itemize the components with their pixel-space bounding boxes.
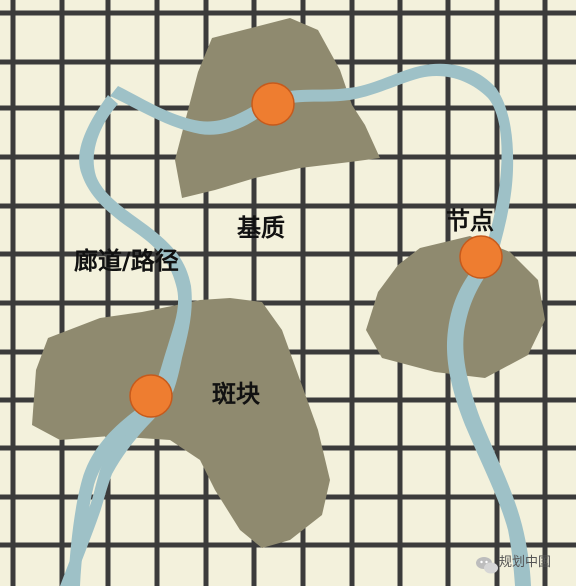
node-circle-top xyxy=(251,82,295,126)
grid-line-vertical xyxy=(203,0,209,586)
wechat-icon xyxy=(476,557,498,574)
node-label: 节点 xyxy=(446,207,494,235)
grid-line-vertical xyxy=(154,0,160,586)
grid-line-vertical xyxy=(105,0,111,586)
patch-label: 斑块 xyxy=(212,380,260,408)
grid-line-horizontal xyxy=(0,300,576,306)
grid-line-horizontal xyxy=(0,10,576,16)
grid-line-horizontal xyxy=(0,251,576,257)
grid-line-vertical xyxy=(300,0,306,586)
river-branch-left xyxy=(68,400,160,586)
river-corridor-top xyxy=(110,63,514,256)
grid-line-vertical xyxy=(59,0,65,586)
watermark-text: 规划中国 xyxy=(499,555,552,570)
grid-line-horizontal xyxy=(0,203,576,209)
river-corridor-right xyxy=(446,258,531,586)
grid-line-vertical xyxy=(10,0,16,586)
patch-bottom-left xyxy=(32,298,330,548)
corridor-label: 廊道/路径 xyxy=(74,247,179,275)
grid-line-vertical xyxy=(349,0,355,586)
grid-line-vertical xyxy=(251,0,257,586)
node-circle-bottom xyxy=(129,374,173,418)
matrix-label: 基质 xyxy=(237,214,285,242)
grid-line-vertical xyxy=(542,0,548,586)
node-circle-right xyxy=(459,235,503,279)
grid-line-horizontal xyxy=(0,542,576,548)
